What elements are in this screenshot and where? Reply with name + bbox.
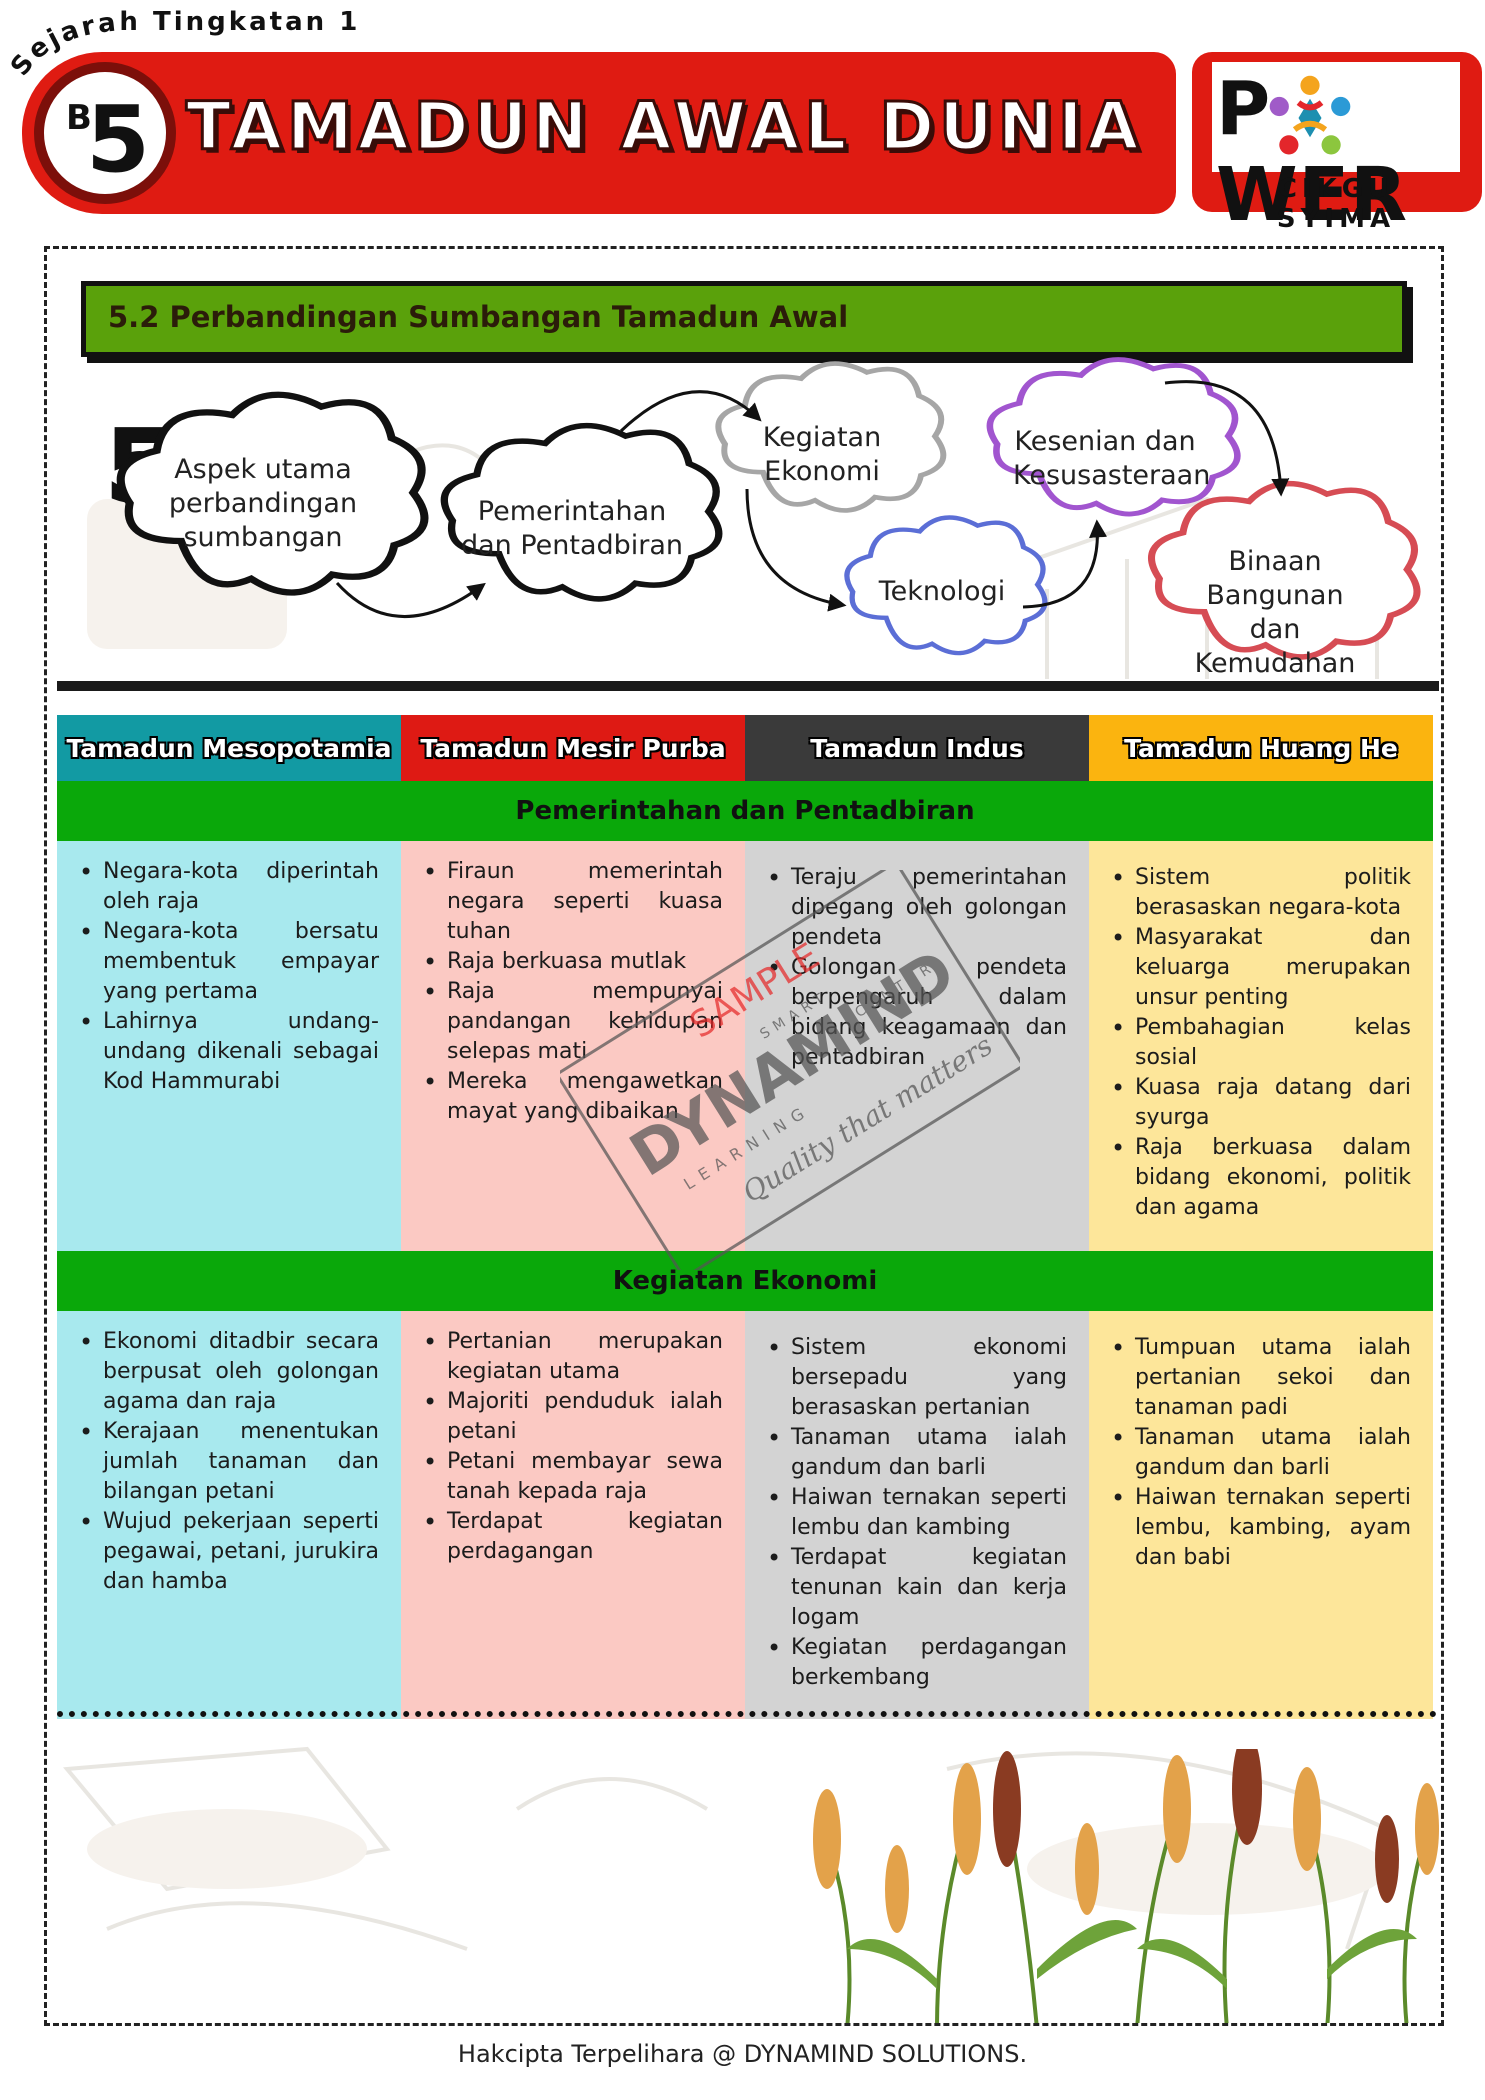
- section-band-pemerintahan: Pemerintahan dan Pentadbiran: [57, 781, 1433, 841]
- table-cell: Sistem ekonomi bersepadu yang berasaskan…: [745, 1311, 1089, 1719]
- cloud-intro-text: Aspek utama perbandingan sumbangan: [163, 453, 363, 555]
- logo-word-left: P: [1216, 66, 1272, 152]
- cloud-pemerintahan-text: Pemerintahan dan Pentadbiran: [457, 495, 687, 563]
- flow-arrow: [335, 581, 486, 618]
- table-row-kegiatan-ekonomi: Ekonomi ditadbir secara berpusat oleh go…: [57, 1311, 1433, 1719]
- table-cell: Tumpuan utama ialah pertanian sekoi dan …: [1089, 1311, 1433, 1719]
- list-item: Kegiatan perdagangan berkembang: [767, 1633, 1067, 1693]
- list-item: Golongan pendeta berpengaruh dalam bidan…: [767, 953, 1067, 1073]
- page-title: TAMADUN AWAL DUNIA: [185, 87, 1144, 167]
- flow-arrow: [745, 488, 847, 612]
- cloud-text-line: dan Pentadbiran: [460, 530, 684, 561]
- dotted-divider: [57, 1711, 1437, 1717]
- cloud-binaan-text: Binaan Bangunan dan Kemudahan: [1167, 545, 1383, 681]
- logo-panel: [1212, 62, 1460, 172]
- list-item: Raja mempunyai pandangan kehidupan selep…: [423, 977, 723, 1067]
- list-item: Raja berkuasa dalam bidang ekonomi, poli…: [1111, 1133, 1411, 1223]
- flow-arrow: [619, 390, 762, 433]
- chapter-letter: B: [66, 98, 92, 138]
- column-header-indus: Tamadun Indus: [745, 715, 1089, 781]
- section-header: 5.2 Perbandingan Sumbangan Tamadun Awal: [81, 281, 1407, 357]
- section-band-kegiatan-ekonomi: Kegiatan Ekonomi: [57, 1251, 1433, 1311]
- list-item: Haiwan ternakan seperti lembu dan kambin…: [767, 1483, 1067, 1543]
- cloud-text-line: Aspek utama: [174, 454, 352, 485]
- list-item: Kuasa raja datang dari syurga: [1111, 1073, 1411, 1133]
- column-header-mesir-purba: Tamadun Mesir Purba: [401, 715, 745, 781]
- logo-word-right: WER: [1216, 152, 1409, 238]
- table-cell: Ekonomi ditadbir secara berpusat oleh go…: [57, 1311, 401, 1719]
- cloud-text-line: dan Kemudahan: [1194, 614, 1356, 679]
- divider: [57, 681, 1439, 691]
- cloud-text-line: Kegiatan: [762, 422, 882, 453]
- list-item: Tumpuan utama ialah pertanian sekoi dan …: [1111, 1333, 1411, 1423]
- list-item: Lahirnya undang-undang dikenali sebagai …: [79, 1007, 379, 1097]
- list-item: Firaun memerintah negara seperti kuasa t…: [423, 857, 723, 947]
- cloud-text-line: Kesenian dan: [1014, 426, 1196, 457]
- cloud-text-line: Pemerintahan: [477, 496, 667, 527]
- list-item: Haiwan ternakan seperti lembu, kambing, …: [1111, 1483, 1411, 1573]
- wheat-illustration: [813, 1749, 1439, 2023]
- flow-arrow: [1164, 380, 1290, 497]
- section-title: 5.2 Perbandingan Sumbangan Tamadun Awal: [108, 300, 849, 334]
- list-item: Pertanian merupakan kegiatan utama: [423, 1327, 723, 1387]
- table-cell: Pertanian merupakan kegiatan utama Major…: [401, 1311, 745, 1719]
- list-item: Terdapat kegiatan perdagangan: [423, 1507, 723, 1567]
- column-header-mesopotamia: Tamadun Mesopotamia: [57, 715, 401, 781]
- table-cell: Firaun memerintah negara seperti kuasa t…: [401, 841, 745, 1251]
- flow-arrow: [1022, 519, 1108, 609]
- cloud-text-line: Kesusasteraan: [1013, 460, 1211, 491]
- list-item: Sistem ekonomi bersepadu yang berasaskan…: [767, 1333, 1067, 1423]
- list-item: Petani membayar sewa tanah kepada raja: [423, 1447, 723, 1507]
- comparison-table: Tamadun Mesopotamia Tamadun Mesir Purba …: [57, 715, 1433, 1719]
- list-item: Tanaman utama ialah gandum dan barli: [767, 1423, 1067, 1483]
- cloud-teknologi-text: Teknologi: [857, 575, 1027, 609]
- logo-word: PWER: [1216, 66, 1485, 238]
- table-row-pemerintahan: Negara-kota diperintah oleh raja Negara-…: [57, 841, 1433, 1251]
- table-header-row: Tamadun Mesopotamia Tamadun Mesir Purba …: [57, 715, 1433, 781]
- table-cell: Teraju pemerintahan dipegang oleh golong…: [745, 841, 1089, 1251]
- cloud-text-line: perbandingan: [168, 488, 358, 519]
- list-item: Tanaman utama ialah gandum dan barli: [1111, 1423, 1411, 1483]
- table-cell: Negara-kota diperintah oleh raja Negara-…: [57, 841, 401, 1251]
- list-item: Mereka mengawetkan mayat yang dibaikan: [423, 1067, 723, 1127]
- cloud-text-line: Binaan Bangunan: [1206, 546, 1344, 611]
- cloud-kegiatan-text: Kegiatan Ekonomi: [747, 421, 897, 489]
- list-item: Masyarakat dan keluarga merupakan unsur …: [1111, 923, 1411, 1013]
- chapter-number: 5: [86, 86, 151, 193]
- table-cell: Sistem politik berasaskan negara-kota Ma…: [1089, 841, 1433, 1251]
- list-item: Sistem politik berasaskan negara-kota: [1111, 863, 1411, 923]
- sample-watermark: SAMPLE SMART DYNAMIND CENTER LEARNING Qu…: [560, 870, 1020, 1270]
- list-item: Negara-kota diperintah oleh raja: [79, 857, 379, 917]
- list-item: Terdapat kegiatan tenunan kain dan kerja…: [767, 1543, 1067, 1633]
- flow-graphics: 5: [104, 349, 1444, 909]
- cloud-text-line: sumbangan: [183, 522, 343, 553]
- column-header-huang-he: Tamadun Huang He: [1089, 715, 1433, 781]
- title-bar: [22, 52, 1176, 214]
- list-item: Ekonomi ditadbir secara berpusat oleh go…: [79, 1327, 379, 1417]
- list-item: Majoriti penduduk ialah petani: [423, 1387, 723, 1447]
- cloud-text-line: Teknologi: [878, 576, 1006, 607]
- list-item: Pembahagian kelas sosial: [1111, 1013, 1411, 1073]
- content-frame: 5.2 Perbandingan Sumbangan Tamadun Awal …: [44, 246, 1444, 2026]
- list-item: Negara-kota bersatu membentuk empayar ya…: [79, 917, 379, 1007]
- copyright-footer: Hakcipta Terpelihara @ DYNAMIND SOLUTION…: [457, 2040, 1028, 2068]
- people-wheel-icon: [1269, 75, 1351, 155]
- chapter-badge: B 5: [34, 62, 176, 204]
- cloud-kesenian-text: Kesenian dan Kesusasteraan: [1013, 425, 1211, 493]
- cloud-text-line: Ekonomi: [764, 456, 880, 487]
- list-item: Kerajaan menentukan jumlah tanaman dan b…: [79, 1417, 379, 1507]
- list-item: Wujud pekerjaan seperti pegawai, petani,…: [79, 1507, 379, 1597]
- list-item: Raja berkuasa mutlak: [423, 947, 723, 977]
- logo-subtitle: CIKGU SYIMA: [1276, 174, 1396, 234]
- aspect-flow-diagram: 5 Aspek utama perbandingan sumbangan Pem…: [47, 349, 1444, 909]
